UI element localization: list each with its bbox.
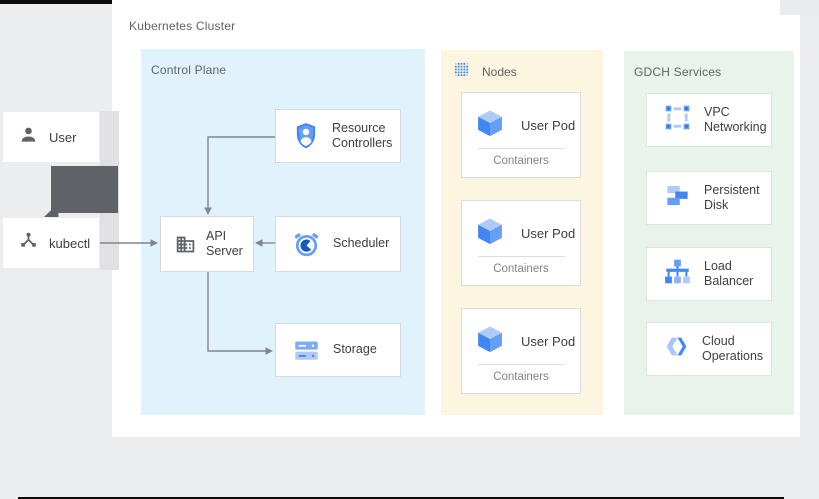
load-balancer-card: Load Balancer bbox=[646, 247, 772, 301]
vpc-networking-icon bbox=[664, 104, 691, 136]
cloud-operations-card: Cloud Operations bbox=[646, 322, 772, 376]
vpc-networking-label: VPC Networking bbox=[704, 104, 767, 134]
nodes-panel: Nodes User Pod Containers bbox=[441, 50, 603, 415]
pod-cube-icon bbox=[475, 324, 505, 359]
building-icon bbox=[175, 234, 196, 255]
kubectl-icon bbox=[19, 231, 38, 255]
shield-person-icon bbox=[293, 122, 319, 150]
pod-divider bbox=[478, 256, 565, 257]
scheduler-label: Scheduler bbox=[333, 236, 390, 251]
storage-label: Storage bbox=[333, 342, 377, 357]
user-pod-card: User Pod Containers bbox=[461, 92, 581, 178]
actor-column-band bbox=[100, 111, 119, 270]
user-icon bbox=[19, 125, 38, 149]
resource-controllers-label: Resource Controllers bbox=[332, 120, 393, 150]
scheduler-card: Scheduler bbox=[275, 216, 401, 272]
nodes-header: Nodes bbox=[453, 61, 517, 83]
vpc-networking-card: VPC Networking bbox=[646, 93, 772, 147]
top-right-notch bbox=[780, 0, 819, 15]
containers-label: Containers bbox=[493, 155, 549, 167]
scheduler-clock-icon bbox=[293, 231, 320, 258]
pod-cube-icon bbox=[475, 108, 505, 143]
load-balancer-label: Load Balancer bbox=[704, 258, 754, 288]
user-pod-label: User Pod bbox=[521, 334, 576, 349]
kubectl-card: kubectl bbox=[3, 218, 99, 268]
dotted-grid-icon bbox=[453, 61, 470, 83]
kubectl-label: kubectl bbox=[49, 235, 91, 251]
bottom-edge-strip bbox=[18, 497, 784, 499]
user-label: User bbox=[49, 129, 77, 145]
storage-icon bbox=[293, 337, 320, 364]
nodes-label: Nodes bbox=[482, 65, 517, 79]
storage-card: Storage bbox=[275, 323, 401, 377]
user-pod-label: User Pod bbox=[521, 226, 576, 241]
user-pod-card: User Pod Containers bbox=[461, 308, 581, 394]
containers-label: Containers bbox=[493, 263, 549, 275]
user-card: User bbox=[3, 112, 99, 162]
persistent-disk-card: Persistent Disk bbox=[646, 171, 772, 225]
containers-label: Containers bbox=[493, 371, 549, 383]
persistent-disk-icon bbox=[664, 182, 691, 214]
load-balancer-icon bbox=[664, 258, 691, 290]
pod-cube-icon bbox=[475, 216, 505, 251]
user-pod-label: User Pod bbox=[521, 118, 576, 133]
kubernetes-cluster-label: Kubernetes Cluster bbox=[129, 19, 236, 33]
user-pod-card: User Pod Containers bbox=[461, 200, 581, 286]
cloud-operations-label: Cloud Operations bbox=[702, 333, 764, 363]
gdch-services-panel: GDCH Services bbox=[624, 51, 794, 415]
persistent-disk-label: Persistent Disk bbox=[704, 182, 760, 212]
api-server-label: API Server bbox=[206, 228, 243, 258]
gdch-services-label: GDCH Services bbox=[634, 65, 722, 79]
api-server-card: API Server bbox=[160, 216, 254, 272]
top-edge-strip bbox=[0, 0, 112, 4]
cloud-operations-icon bbox=[664, 334, 689, 364]
control-plane-label: Control Plane bbox=[151, 63, 227, 77]
pod-divider bbox=[478, 364, 565, 365]
pod-divider bbox=[478, 148, 565, 149]
resource-controllers-card: Resource Controllers bbox=[275, 109, 401, 163]
